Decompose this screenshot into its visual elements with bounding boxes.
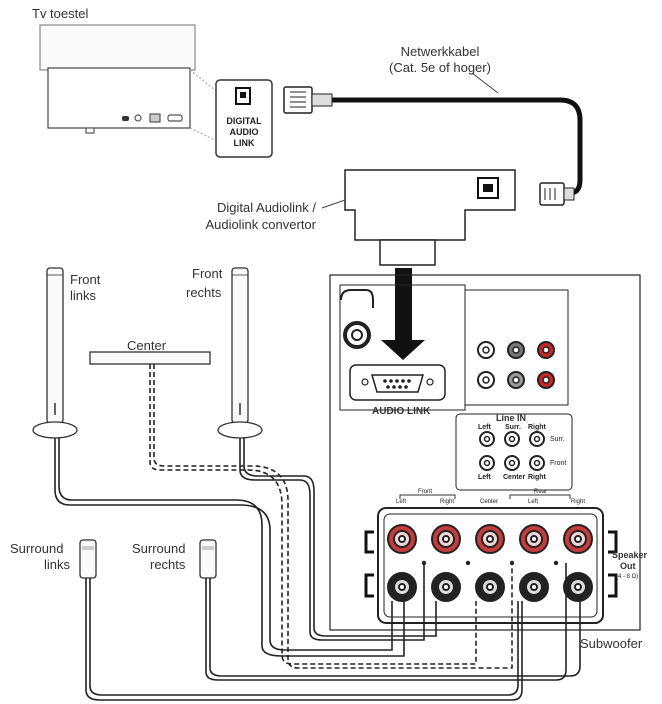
speaker-sublabel-center: Center	[480, 499, 499, 505]
line-in-side-surr: Surr.	[550, 436, 565, 443]
surround-right-label-1: Surround	[132, 541, 186, 556]
line-in-top-left: Left	[478, 424, 491, 431]
front-right-speaker	[217, 267, 263, 439]
line-in-bottom-center: Center	[503, 474, 526, 481]
surround-left-speaker	[79, 539, 97, 579]
line-in-bottom-right: Right	[528, 474, 546, 481]
speaker-out-label-2: Out	[620, 561, 636, 571]
speaker-wires	[54, 364, 581, 701]
converter-label-2: Audiolink convertor	[205, 217, 316, 232]
center-label: Center	[127, 338, 167, 353]
speaker-group-brackets	[399, 494, 571, 499]
digital-audio-link-label-2: AUDIO	[229, 127, 259, 137]
center-speaker	[89, 351, 211, 365]
audio-link-port-label: AUDIO LINK	[372, 406, 431, 417]
front-left-speaker	[32, 267, 78, 439]
network-cable	[283, 72, 583, 206]
front-left-label-1: Front	[70, 272, 101, 287]
subwoofer-label: Subwoofer	[580, 636, 643, 651]
front-right-label-2: rechts	[186, 285, 222, 300]
line-in-side-front: Front	[550, 460, 567, 467]
audiolink-converter	[321, 169, 516, 360]
surround-right-label-2: rechts	[150, 557, 186, 572]
rca-jacks	[477, 341, 555, 389]
speaker-sublabel-front-right: Right	[440, 499, 455, 505]
speaker-out-label-1: Speaker	[612, 550, 648, 560]
network-cable-label-1: Netwerkkabel	[400, 44, 480, 59]
tv-digital-audio-link-port	[215, 79, 273, 158]
digital-audio-link-label-3: LINK	[233, 138, 255, 148]
network-cable-label-2: (Cat. 5e of hoger)	[389, 60, 491, 75]
line-in-label: Line IN	[496, 413, 527, 423]
line-in-top-surr: Surr.	[505, 424, 521, 431]
line-in-jacks	[455, 413, 573, 491]
surround-left-label-2: links	[44, 557, 71, 572]
speaker-sublabel-rear-right: Right	[571, 499, 586, 505]
front-left-label-2: links	[70, 288, 97, 303]
line-in-top-right: Right	[528, 424, 546, 431]
surround-right-speaker	[199, 539, 217, 579]
front-right-label-1: Front	[192, 266, 223, 281]
subwoofer-panel	[329, 274, 641, 631]
digital-audio-link-label-1: DIGITAL	[226, 116, 262, 126]
speaker-sublabel-rear-left: Left	[528, 499, 539, 505]
tv-label: Tv toestel	[32, 6, 89, 21]
speaker-sublabel-front-left: Left	[396, 499, 407, 505]
speaker-group-rear: Rear	[534, 489, 548, 495]
speaker-terminals	[364, 507, 618, 624]
tv-set	[39, 24, 216, 141]
surround-left-label-1: Surround	[10, 541, 64, 556]
speaker-group-front: Front	[418, 489, 433, 495]
line-in-bottom-left: Left	[478, 474, 491, 481]
speaker-out-impedance: (4 - 8 Ω)	[616, 574, 639, 580]
converter-label-1: Digital Audiolink /	[217, 200, 316, 215]
